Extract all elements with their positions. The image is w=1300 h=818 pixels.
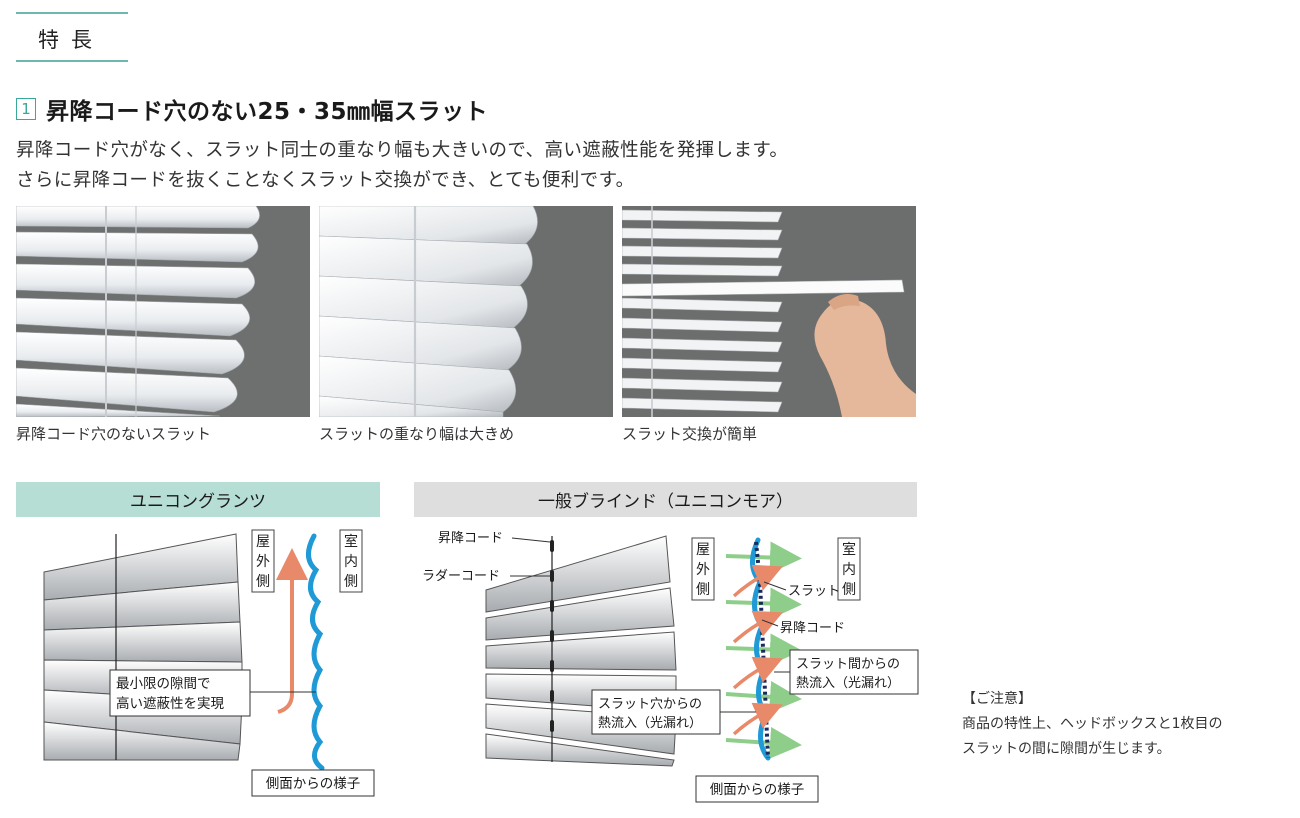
- right-hole-heat-line2: 熱流入（光漏れ）: [598, 715, 702, 731]
- feature-heading: 1 昇降コード穴のない25・35㎜幅スラット: [16, 93, 488, 125]
- note-line2: スラットの間に隙間が生じます。: [962, 741, 1171, 757]
- left-side-view-label: 側面からの様子: [266, 776, 361, 792]
- left-diagram-header: ユニコングランツ: [16, 482, 380, 517]
- right-gap-heat-line1: スラット間からの: [796, 657, 900, 672]
- right-ladder-cord-label: ラダーコード: [422, 569, 500, 584]
- left-outdoor-char-2: 外: [256, 554, 270, 570]
- right-outdoor-char-2: 外: [696, 562, 710, 578]
- section-label: 特長: [38, 28, 104, 52]
- right-gap-heat-line2: 熱流入（光漏れ）: [796, 675, 900, 691]
- left-diagram: 屋 外 側 室 内 側 最小限の隙間で 高い遮蔽性を実現 側面からの様子: [16, 522, 386, 802]
- feature-title: 昇降コード穴のない25・35㎜幅スラット: [46, 99, 489, 125]
- feature-desc-line2: さらに昇降コードを抜くことなくスラット交換ができ、とても便利です。: [16, 170, 635, 191]
- left-indoor-char-1: 室: [344, 533, 358, 550]
- right-lift-cord-label: 昇降コード: [438, 531, 503, 546]
- note-title: 【ご注意】: [962, 691, 1032, 707]
- feature-desc-line1: 昇降コード穴がなく、スラット同士の重なり幅も大きいので、高い遮蔽性能を発揮します…: [16, 140, 789, 161]
- right-blind-slats: [485, 535, 677, 767]
- right-indoor-char-3: 側: [842, 582, 856, 598]
- photo-overlap-width: [319, 206, 613, 417]
- right-side-view-label: 側面からの様子: [710, 782, 805, 798]
- left-indoor-char-2: 内: [344, 554, 358, 570]
- section-tab: 特長: [16, 12, 128, 62]
- left-outdoor-char-3: 側: [256, 574, 270, 590]
- left-outdoor-char-1: 屋: [256, 534, 270, 550]
- left-callout-line2: 高い遮蔽性を実現: [116, 695, 224, 712]
- photo-no-hole-slat: [16, 206, 310, 417]
- right-diagram-header: 一般ブラインド（ユニコンモア）: [414, 482, 917, 517]
- feature-number: 1: [16, 98, 36, 120]
- photo-caption-1: 昇降コード穴のないスラット: [16, 425, 212, 443]
- photo-caption-3: スラット交換が簡単: [622, 425, 758, 443]
- photo-caption-2: スラットの重なり幅は大きめ: [319, 425, 515, 443]
- right-outdoor-char-1: 屋: [696, 542, 710, 558]
- right-slat-label: スラット: [788, 584, 840, 599]
- right-indoor-char-1: 室: [842, 541, 856, 558]
- right-hole-heat-line1: スラット穴からの: [598, 697, 702, 712]
- right-outdoor-char-3: 側: [696, 582, 710, 598]
- left-callout-line1: 最小限の隙間で: [116, 676, 211, 692]
- right-lift-cord2-label: 昇降コード: [780, 621, 845, 636]
- note-line1: 商品の特性上、ヘッドボックスと1枚目の: [962, 716, 1223, 732]
- left-indoor-char-3: 側: [344, 574, 358, 590]
- photo-slat-exchange: [622, 206, 916, 417]
- right-indoor-char-2: 内: [842, 562, 856, 578]
- left-blind-slats: [43, 533, 243, 761]
- right-diagram: 昇降コード ラダーコード 屋 外 側 室 内 側: [414, 522, 934, 806]
